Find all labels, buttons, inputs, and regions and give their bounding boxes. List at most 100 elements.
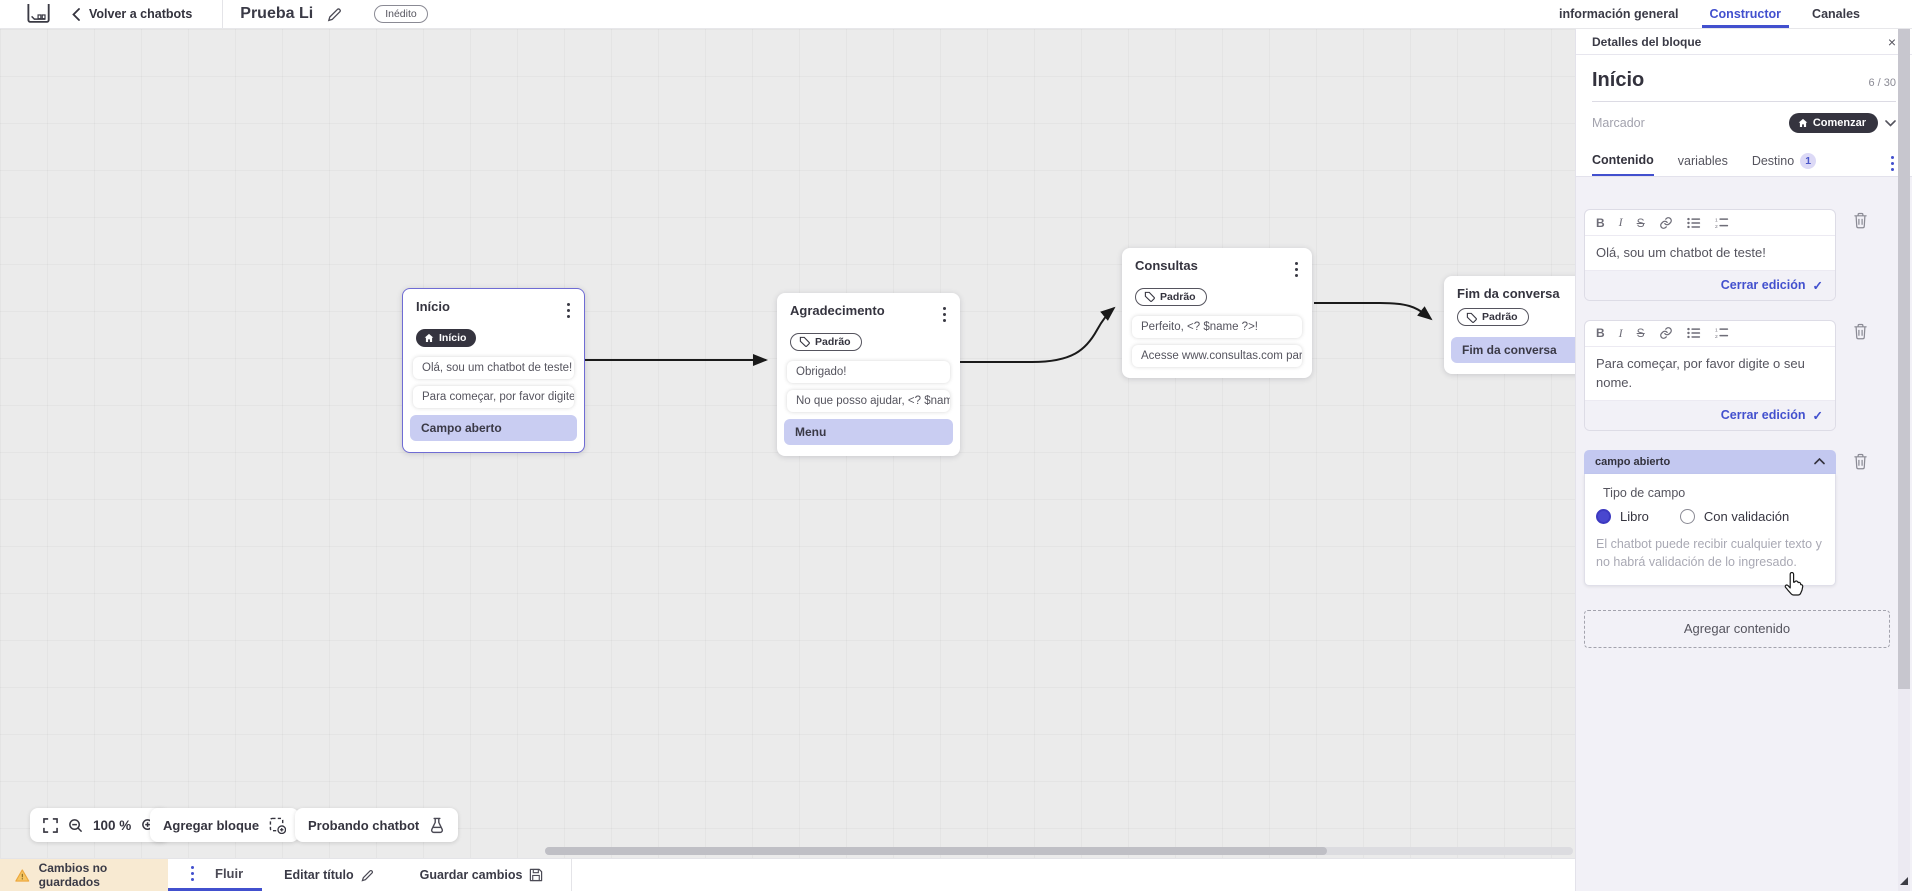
- zoom-level: 100 %: [93, 817, 132, 833]
- marker-dropdown[interactable]: Comenzar: [1788, 113, 1896, 133]
- panel-vertical-scrollbar[interactable]: [1898, 29, 1910, 891]
- panel-title: Detalles del bloque: [1592, 34, 1702, 49]
- node-content-row[interactable]: Perfeito, <? $name ?>!: [1132, 316, 1302, 339]
- pencil-icon: [361, 869, 373, 882]
- unsaved-changes-badge: Cambios no guardados: [0, 859, 168, 891]
- divider: [222, 0, 224, 28]
- tab-variables[interactable]: variables: [1677, 154, 1728, 168]
- trash-icon[interactable]: [1853, 212, 1868, 232]
- bullet-list-icon[interactable]: [1686, 327, 1701, 339]
- bullet-list-icon[interactable]: [1686, 217, 1701, 229]
- bold-icon[interactable]: B: [1596, 326, 1605, 340]
- node-content-row[interactable]: No que posso ajudar, <? $name ...: [787, 390, 950, 413]
- svg-text:2: 2: [1715, 334, 1718, 339]
- add-content-button[interactable]: Agregar contenido: [1584, 609, 1890, 648]
- flask-icon: [429, 817, 445, 834]
- node-title: Agradecimento: [790, 303, 885, 318]
- check-icon: ✓: [1812, 408, 1823, 423]
- node-content-row[interactable]: Para começar, por favor digite o ...: [413, 385, 574, 408]
- trash-icon[interactable]: [1853, 453, 1868, 473]
- node-content-row[interactable]: Acesse www.consultas.com par...: [1132, 345, 1302, 368]
- node-content-row[interactable]: Obrigado!: [787, 361, 950, 384]
- block-name-input[interactable]: Início: [1592, 69, 1645, 91]
- destino-count-badge: 1: [1800, 153, 1817, 169]
- status-bar: Cambios no guardados Fluir Editar título…: [0, 858, 1575, 891]
- edit-title-pencil-icon[interactable]: [327, 7, 342, 22]
- close-icon[interactable]: ×: [1887, 33, 1896, 50]
- node-content-row[interactable]: Olá, sou um chatbot de teste!: [413, 356, 574, 379]
- flow-node-agradecimento[interactable]: Agradecimento Padrão Obrigado! No que po…: [777, 293, 960, 457]
- save-changes-button[interactable]: Guardar cambios: [420, 859, 544, 891]
- close-edit-button[interactable]: Cerrar edición ✓: [1585, 270, 1835, 300]
- add-block-label: Agregar bloque: [163, 817, 260, 833]
- message-text-input[interactable]: Olá, sou um chatbot de teste!: [1585, 235, 1835, 271]
- svg-text:2: 2: [1715, 223, 1718, 228]
- radio-con-validacion[interactable]: [1679, 508, 1695, 524]
- tab-contenido[interactable]: Contenido: [1592, 146, 1654, 176]
- tab-informacion-general[interactable]: información general: [1559, 7, 1679, 21]
- canvas-horizontal-scrollbar[interactable]: [545, 847, 1573, 855]
- open-field-section: campo abierto Tipo de campo Libro Con va…: [1584, 449, 1836, 586]
- node-badge-inicio: Início: [416, 328, 477, 347]
- status-badge-inedito: Inédito: [374, 5, 428, 23]
- flow-menu-icon[interactable]: [187, 862, 198, 885]
- node-badge-padrao: Padrão: [1135, 287, 1207, 306]
- node-open-field-row[interactable]: Campo aberto: [410, 414, 577, 441]
- tag-icon: [799, 336, 810, 347]
- tab-destino[interactable]: Destino 1: [1752, 146, 1817, 176]
- panel-menu-icon[interactable]: [1887, 152, 1898, 175]
- node-menu-icon[interactable]: [1291, 258, 1302, 281]
- scrollbar-thumb[interactable]: [545, 847, 1327, 855]
- trash-icon[interactable]: [1853, 323, 1868, 343]
- top-bar: Volver a chatbots Prueba Li Inédito info…: [0, 0, 1912, 29]
- test-chatbot-button[interactable]: Probando chatbot: [295, 808, 459, 842]
- node-title: Consultas: [1135, 258, 1198, 273]
- italic-icon[interactable]: I: [1618, 325, 1623, 340]
- unsaved-changes-label: Cambios no guardados: [38, 861, 108, 889]
- open-field-header[interactable]: campo abierto: [1584, 449, 1836, 474]
- back-to-chatbots-button[interactable]: Volver a chatbots: [72, 7, 192, 21]
- strikethrough-icon[interactable]: S: [1636, 326, 1645, 340]
- strikethrough-icon[interactable]: S: [1636, 215, 1645, 230]
- link-icon[interactable]: [1659, 326, 1673, 340]
- scrollbar-thumb[interactable]: [1898, 29, 1910, 689]
- chatbot-title: Prueba Li: [240, 5, 314, 22]
- flow-node-inicio[interactable]: Início Início Olá, sou um chatbot de tes…: [402, 288, 585, 453]
- node-title: Início: [416, 299, 450, 314]
- fit-screen-icon[interactable]: [43, 817, 58, 833]
- save-icon: [530, 868, 543, 882]
- svg-text:1: 1: [1715, 327, 1718, 333]
- bold-icon[interactable]: B: [1596, 215, 1605, 230]
- field-helper-text: El chatbot puede recibir cualquier texto…: [1596, 536, 1822, 569]
- tab-canales[interactable]: Canales: [1812, 7, 1860, 21]
- node-badge-padrao: Padrão: [1457, 308, 1529, 326]
- italic-icon[interactable]: I: [1618, 215, 1623, 229]
- message-text-input[interactable]: Para começar, por favor digite o seu nom…: [1585, 345, 1835, 401]
- edit-title-button[interactable]: Editar título: [284, 859, 373, 891]
- test-chatbot-label: Probando chatbot: [308, 817, 420, 833]
- radio-libro[interactable]: [1596, 508, 1611, 524]
- link-icon[interactable]: [1659, 216, 1673, 230]
- node-menu-icon[interactable]: [939, 303, 950, 326]
- flow-node-consultas[interactable]: Consultas Padrão Perfeito, <? $name ?>! …: [1122, 248, 1312, 379]
- tab-fluir[interactable]: Fluir: [168, 859, 263, 891]
- tag-icon: [1466, 312, 1477, 323]
- close-edit-button[interactable]: Cerrar edición ✓: [1585, 400, 1835, 430]
- marker-value-pill: Comenzar: [1788, 113, 1878, 133]
- zoom-out-icon[interactable]: [68, 818, 83, 833]
- svg-text:1: 1: [1715, 217, 1718, 223]
- chevron-down-icon: [1885, 119, 1896, 127]
- zoom-toolbar: 100 %: [30, 808, 170, 842]
- add-block-button[interactable]: Agregar bloque: [150, 808, 300, 842]
- app-logo: [27, 3, 50, 23]
- node-menu-row[interactable]: Menu: [784, 419, 953, 446]
- tab-constructor[interactable]: Constructor: [1701, 0, 1789, 28]
- node-menu-icon[interactable]: [563, 299, 574, 322]
- resize-corner: [1900, 877, 1908, 885]
- field-type-label: Tipo de campo: [1603, 485, 1686, 500]
- node-badge-padrao: Padrão: [790, 332, 862, 351]
